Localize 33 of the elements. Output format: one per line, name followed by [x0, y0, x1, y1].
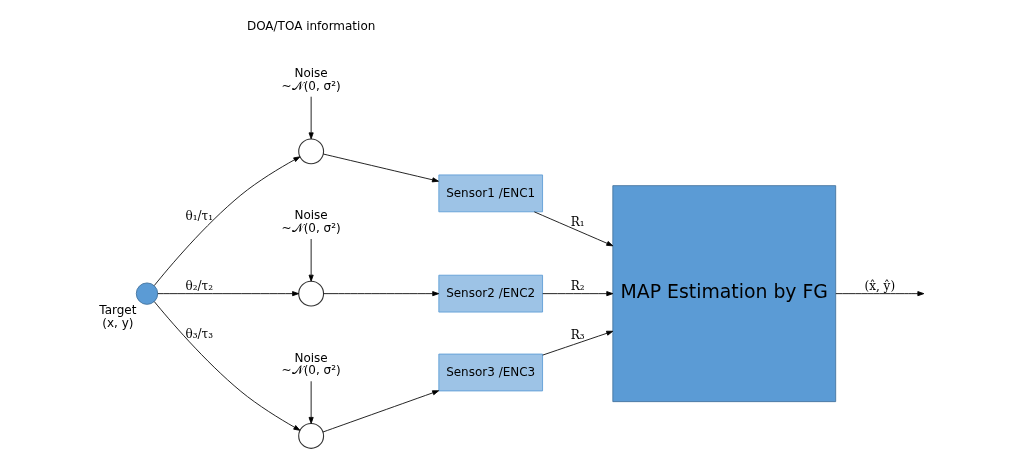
node-circle: [297, 422, 324, 449]
node-circle: [297, 138, 324, 165]
arrow: [834, 291, 924, 297]
node-text: Noise ~𝒩(0, σ²): [281, 208, 341, 236]
node-box: MAP Estimation by FG: [611, 185, 836, 403]
node-circle: [297, 280, 324, 307]
node-box: Sensor2 /ENC2: [437, 274, 543, 313]
edge-label: θ₁/τ₁: [185, 209, 213, 224]
edge-label: R₃: [570, 328, 585, 343]
arrow: [322, 390, 439, 433]
node-circle: [135, 282, 158, 305]
arrow: [541, 330, 613, 356]
node-box: Sensor1 /ENC1: [437, 174, 543, 213]
arrow: [308, 238, 314, 282]
node-text: Noise ~𝒩(0, σ²): [281, 65, 341, 93]
edge-label: θ₂/τ₂: [185, 279, 213, 294]
edge-label: θ₃/τ₃: [185, 326, 213, 341]
arrow: [153, 301, 300, 431]
label: DOA/TOA information: [246, 19, 375, 34]
arrow: [322, 153, 439, 183]
arrow: [533, 211, 613, 247]
edge-label: R₁: [570, 215, 585, 230]
node-text: Noise ~𝒩(0, σ²): [281, 350, 341, 378]
arrow: [308, 380, 314, 424]
edge-label: R₂: [570, 279, 585, 294]
arrow: [322, 291, 439, 297]
node-label: Target: [98, 302, 136, 317]
edge-label: (x̂, ŷ): [864, 279, 895, 294]
arrow: [153, 156, 300, 286]
arrow: [156, 291, 299, 297]
node-box: Sensor3 /ENC3: [437, 353, 543, 392]
arrow: [541, 291, 613, 297]
arrow: [308, 96, 314, 140]
